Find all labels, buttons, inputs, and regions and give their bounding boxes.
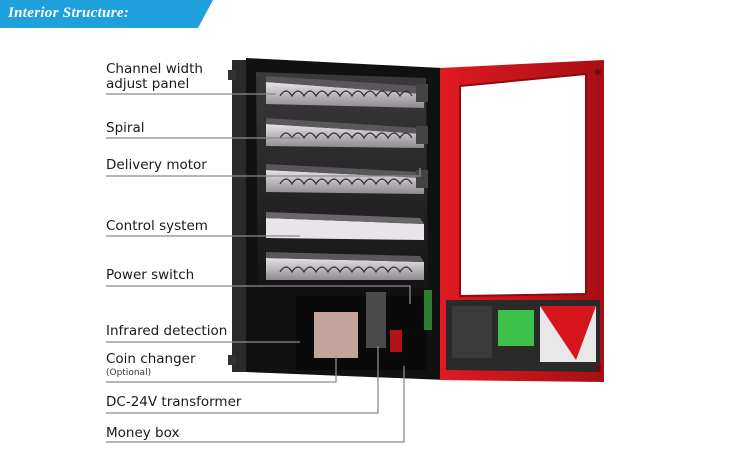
label-infrared-detection: Infrared detection [106, 324, 227, 339]
tray-5 [266, 252, 424, 280]
label-channel-width-line2: adjust panel [106, 77, 189, 92]
label-coin-changer: Coin changer [106, 352, 196, 367]
label-control-system: Control system [106, 219, 208, 234]
label-channel-width-line1: Channel width [106, 62, 203, 77]
cabinet-door [440, 60, 604, 382]
transformer-block [314, 312, 358, 358]
label-transformer: DC-24V transformer [106, 395, 241, 410]
label-coin-changer-note: (Optional) [106, 368, 151, 378]
coin-changer-block [366, 292, 386, 348]
label-power-switch: Power switch [106, 268, 194, 283]
label-delivery-motor: Delivery motor [106, 158, 207, 173]
label-spiral: Spiral [106, 121, 144, 136]
lower-compartment [296, 290, 432, 370]
label-money-box: Money box [106, 426, 179, 441]
